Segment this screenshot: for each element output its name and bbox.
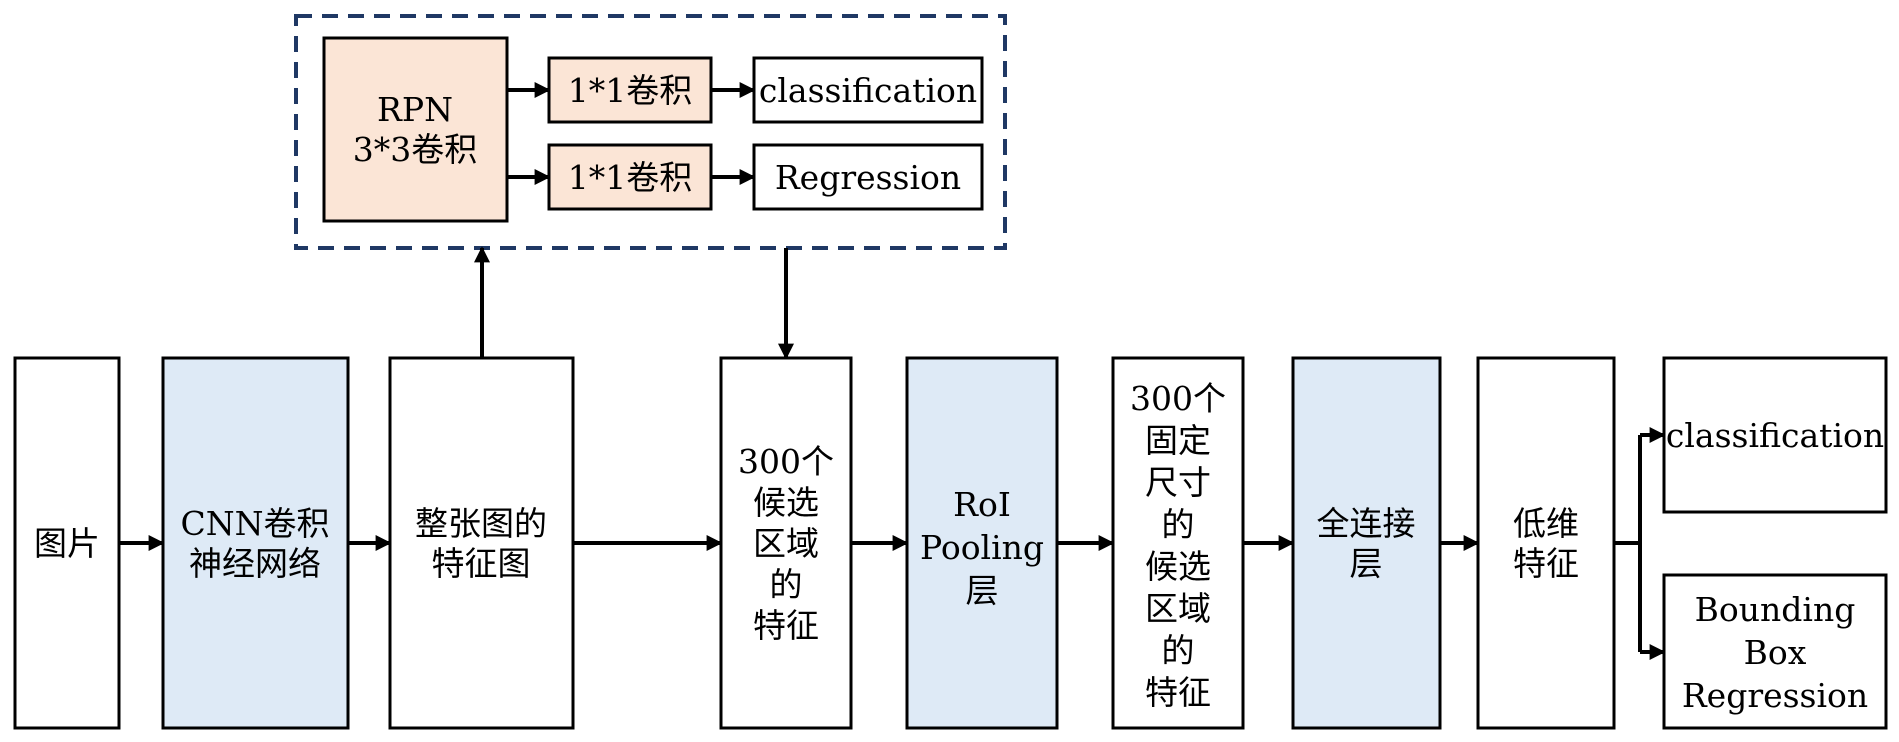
label-line: 的 xyxy=(1162,505,1195,544)
label-line: Bounding xyxy=(1695,590,1856,629)
rpn-classification-label: classification xyxy=(759,71,977,110)
fc-label: 全连接层 xyxy=(1317,504,1416,583)
label-line: 尺寸 xyxy=(1145,463,1211,502)
label-line: classification xyxy=(759,71,977,110)
feature-map-box xyxy=(388,356,575,730)
label-line: 300个 xyxy=(738,442,834,481)
conv1x1-top-label: 1*1卷积 xyxy=(568,71,693,110)
label-line: 候选 xyxy=(753,483,819,522)
feature-map-label: 整张图的特征图 xyxy=(415,504,547,583)
output-bbox-regression-box xyxy=(1662,573,1888,730)
label-line: 层 xyxy=(966,571,999,610)
cnn-box xyxy=(161,356,350,730)
proposals-box xyxy=(719,356,853,730)
image-box xyxy=(13,356,121,730)
label-line: 特征 xyxy=(1145,673,1211,712)
output-classification-label: classification xyxy=(1666,416,1884,455)
roi-pooling-label: RoI Pooling 层 xyxy=(920,485,1044,610)
low-dim-label: 低维特征 xyxy=(1513,504,1579,583)
label-line: RoI xyxy=(953,485,1011,524)
image-label: 图片 xyxy=(34,524,100,563)
fixed-features-label: 300个固定尺寸的候选区域的特征 xyxy=(1130,379,1226,712)
label-line: 的 xyxy=(770,565,803,604)
label-line: CNN卷积 xyxy=(181,504,330,543)
label-line: Regression xyxy=(1682,676,1868,715)
label-line: 1*1卷积 xyxy=(568,71,693,110)
label-line: 300个 xyxy=(1130,379,1226,418)
label-line: 区域 xyxy=(753,524,819,563)
proposals-label: 300个候选区域的特征 xyxy=(738,442,834,645)
low-dim-box xyxy=(1476,356,1616,730)
roi-pooling-box xyxy=(905,356,1059,730)
fc-box xyxy=(1291,356,1442,730)
label-line: 特征 xyxy=(1513,544,1579,583)
rpn-classification-box xyxy=(752,56,984,124)
label-line: 特征图 xyxy=(432,544,531,583)
label-line: 固定 xyxy=(1145,421,1211,460)
label-line: classification xyxy=(1666,416,1884,455)
label-line: 层 xyxy=(1350,544,1383,583)
label-line: 神经网络 xyxy=(189,544,321,583)
rpn-regression-box xyxy=(752,143,984,211)
label-line: 区域 xyxy=(1145,589,1211,628)
label-line: 特征 xyxy=(753,606,819,645)
cnn-label: CNN卷积神经网络 xyxy=(181,504,330,583)
label-line: 的 xyxy=(1162,631,1195,670)
label-line: Pooling xyxy=(920,528,1044,567)
label-line: Regression xyxy=(775,158,961,197)
label-line: 3*3卷积 xyxy=(353,130,478,169)
label-line: 整张图的 xyxy=(415,504,547,543)
label-line: 图片 xyxy=(34,524,100,563)
rpn-regression-label: Regression xyxy=(775,158,961,197)
label-line: 1*1卷积 xyxy=(568,158,693,197)
label-line: 低维 xyxy=(1513,504,1579,543)
rpn-head-box xyxy=(322,36,509,223)
label-line: 全连接 xyxy=(1317,504,1416,543)
label-line: 候选 xyxy=(1145,547,1211,586)
label-line: RPN xyxy=(377,90,453,129)
label-line: Box xyxy=(1744,633,1807,672)
conv1x1-bottom-label: 1*1卷积 xyxy=(568,158,693,197)
